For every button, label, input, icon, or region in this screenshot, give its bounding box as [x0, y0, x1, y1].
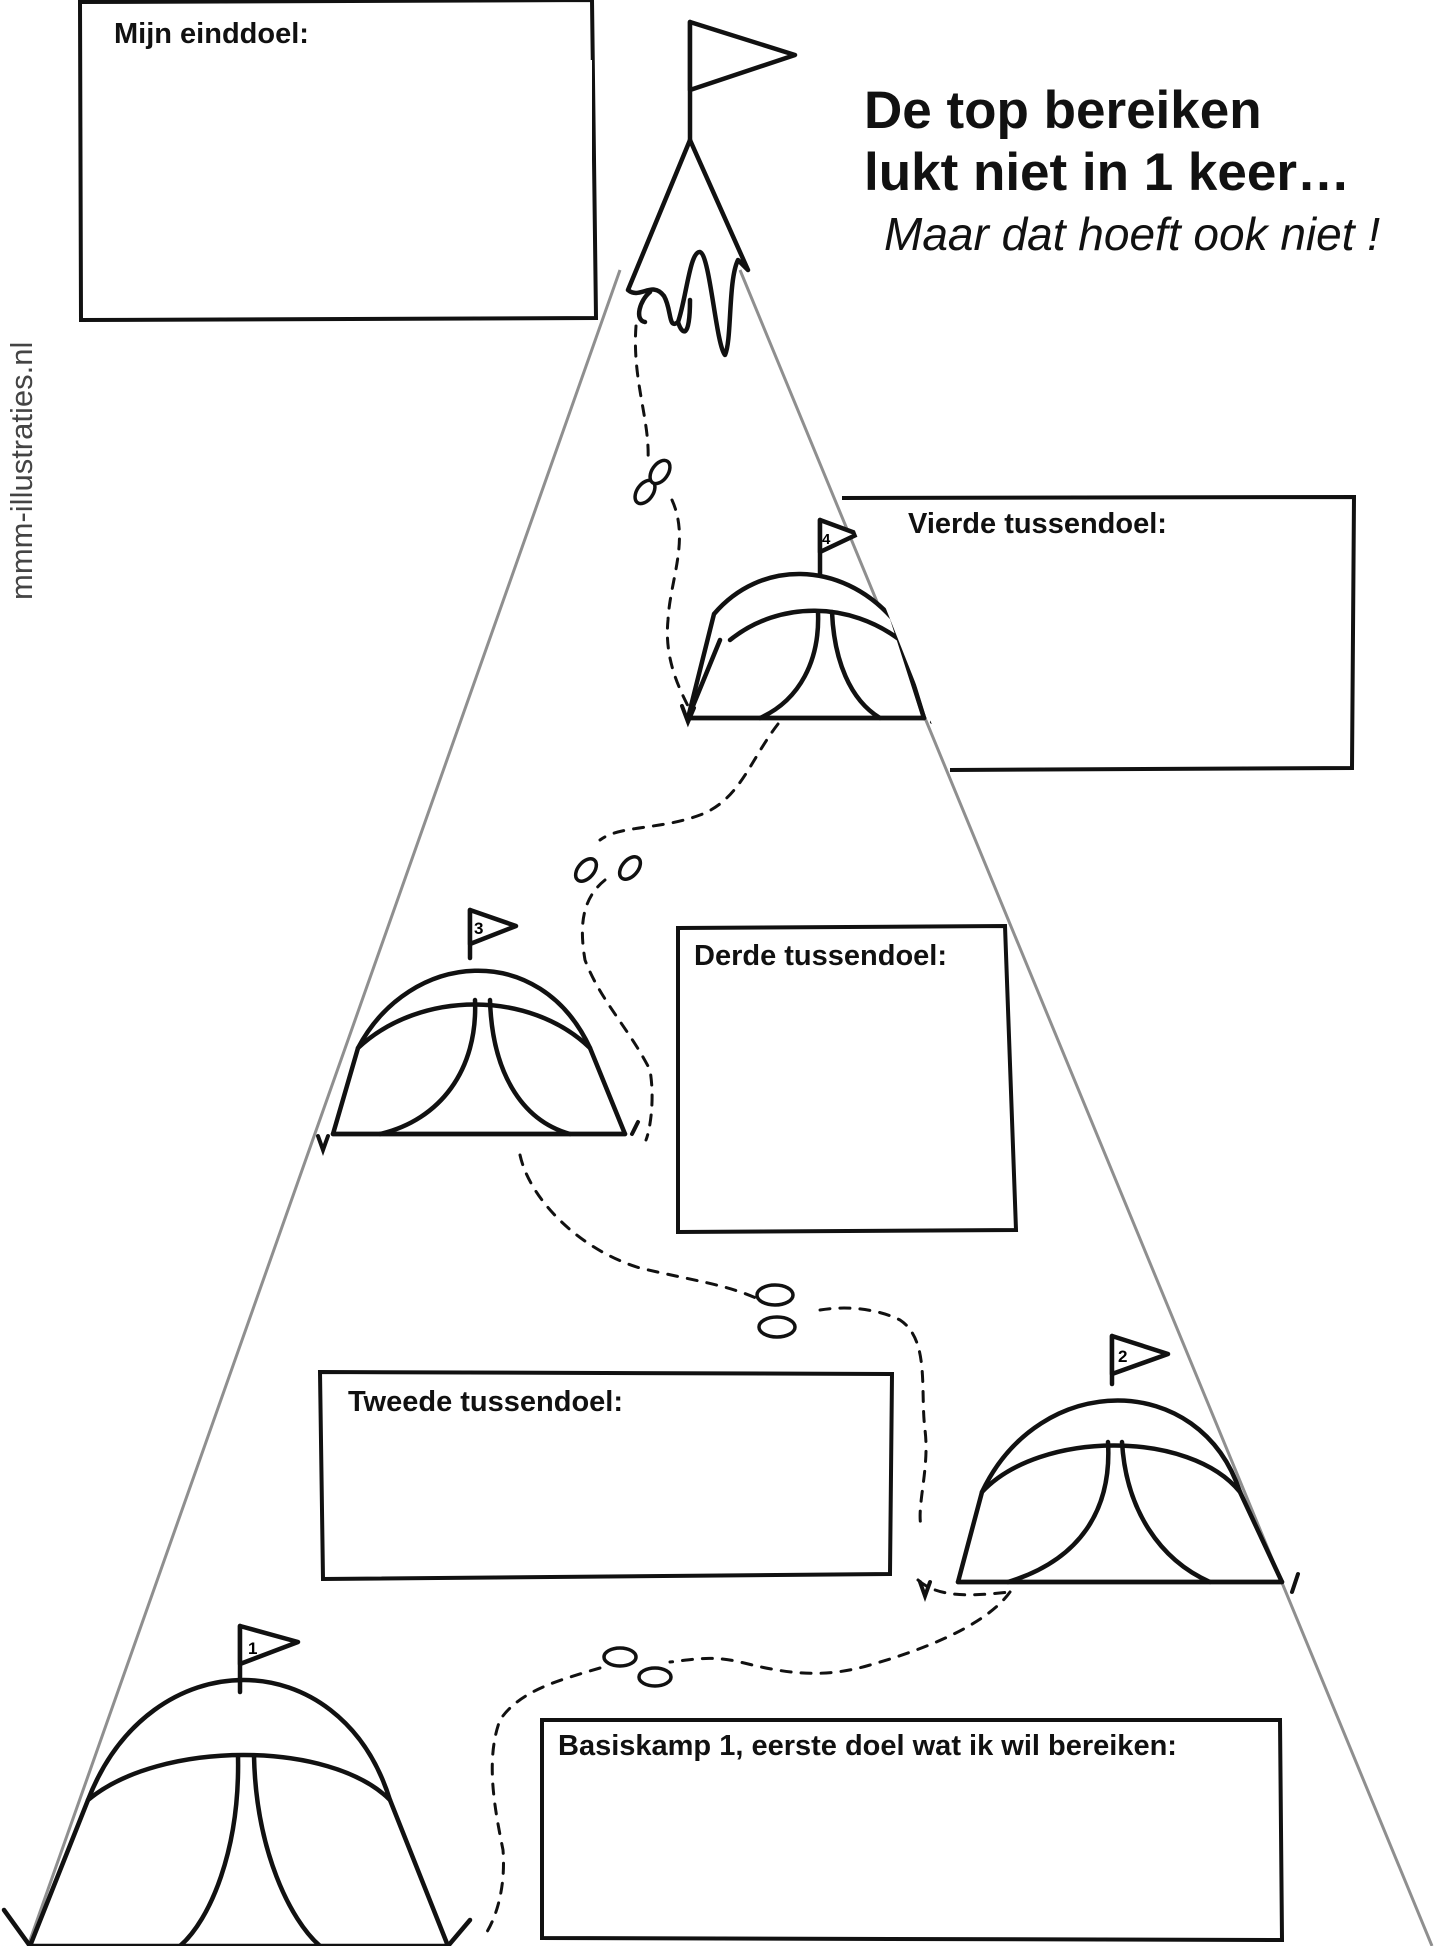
mountain-outline	[26, 269, 1434, 1946]
basiskamp-label: Basiskamp 1, eerste doel wat ik wil bere…	[558, 1730, 1177, 1762]
vierde-tussendoel-label: Vierde tussendoel:	[908, 508, 1167, 540]
vierde-tussendoel-writing-area[interactable]	[846, 550, 1350, 764]
summit-flag-icon	[625, 19, 798, 358]
headline-line-1: De top bereiken	[864, 81, 1262, 140]
watermark-text: mmm-illustraties.nl	[4, 341, 39, 600]
headline-line-2: lukt niet in 1 keer…	[864, 143, 1350, 202]
tent-4-icon	[685, 517, 927, 721]
dashed-trail	[483, 324, 1012, 1937]
einddoel-label: Mijn einddoel:	[114, 18, 309, 50]
tweede-tussendoel-writing-area[interactable]	[324, 1424, 888, 1574]
basiskamp-writing-area[interactable]	[546, 1770, 1278, 1936]
headline: De top bereiken lukt niet in 1 keer… Maa…	[864, 80, 1444, 264]
tent-2-icon	[955, 1333, 1285, 1585]
tent-3-number: 3	[474, 919, 483, 938]
derde-tussendoel-label: Derde tussendoel:	[694, 940, 947, 972]
tent-2-number: 2	[1118, 1347, 1127, 1366]
headline-subline: Maar dat hoeft ook niet !	[884, 208, 1381, 260]
tent-4-number: 4	[822, 531, 831, 548]
einddoel-writing-area[interactable]	[84, 60, 592, 316]
derde-tussendoel-writing-area[interactable]	[682, 980, 1010, 1228]
tent-1-number: 1	[248, 1639, 257, 1658]
tent-1-icon	[1, 1623, 473, 1946]
footprints-icon	[573, 458, 797, 1688]
tweede-tussendoel-label: Tweede tussendoel:	[348, 1386, 624, 1418]
tent-3-icon	[330, 907, 628, 1137]
watermark: mmm-illustraties.nl	[4, 300, 42, 600]
